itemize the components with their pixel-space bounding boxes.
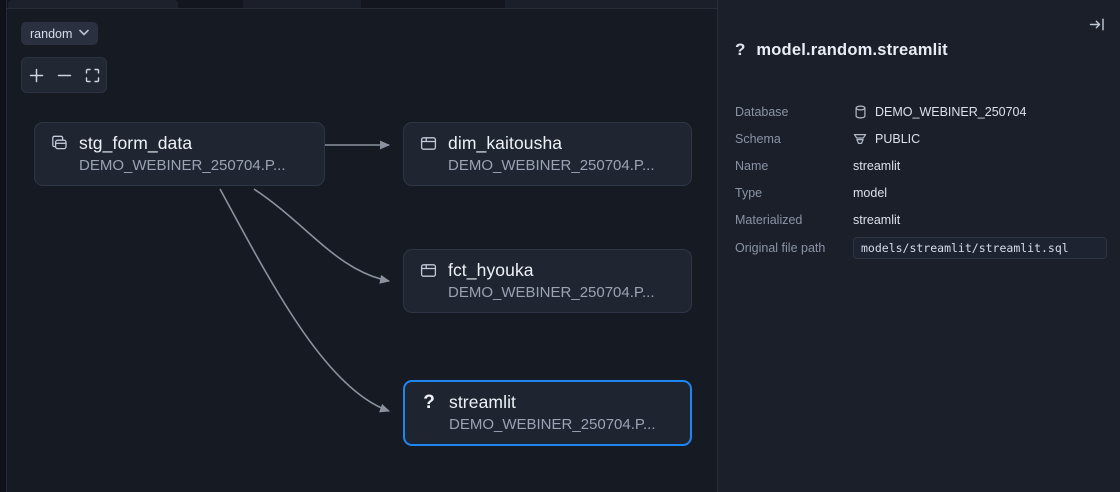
node-title: stg_form_data [79, 133, 193, 153]
graph-selector-chip[interactable]: random [21, 22, 99, 45]
detail-row-schema: Schema PUBLIC [735, 125, 1107, 152]
zoom-in-button[interactable] [24, 63, 48, 87]
collapse-panel-right-icon[interactable] [1086, 13, 1108, 35]
question-mark-icon: ? [423, 392, 435, 413]
table-icon [418, 261, 438, 281]
tab-partial-2[interactable] [243, 0, 361, 9]
detail-value: model [853, 186, 887, 200]
node-subtitle: DEMO_WEBINER_250704.P... [448, 284, 655, 301]
detail-value-text: DEMO_WEBINER_250704 [875, 104, 1027, 119]
lineage-node-stg-form-data[interactable]: stg_form_data DEMO_WEBINER_250704.P... [34, 122, 325, 186]
detail-label: Name [735, 158, 769, 173]
node-title: dim_kaitousha [448, 133, 563, 153]
node-title: fct_hyouka [448, 260, 534, 280]
detail-value-text: streamlit [853, 212, 901, 227]
table-icon [418, 134, 438, 154]
panel-divider [717, 0, 718, 492]
lineage-node-dim-kaitousha[interactable]: dim_kaitousha DEMO_WEBINER_250704.P... [403, 122, 692, 186]
graph-selector-label: random [30, 26, 73, 41]
details-rows: Database DEMO_WEBINER_250704 Schema [735, 98, 1107, 263]
detail-value: streamlit [853, 159, 900, 173]
edge-stg-to-fct [253, 188, 391, 284]
detail-row-name: Name streamlit [735, 152, 1107, 179]
node-details-panel: ? model.random.streamlit Database DEMO_W… [718, 0, 1120, 492]
node-title: streamlit [449, 392, 517, 412]
detail-value-text: models/streamlit/streamlit.sql [861, 241, 1069, 255]
question-mark-icon: ? [735, 40, 746, 59]
detail-row-materialized: Materialized streamlit [735, 206, 1107, 233]
original-file-path-field[interactable]: models/streamlit/streamlit.sql [853, 237, 1107, 259]
edge-stg-to-streamlit [219, 188, 391, 413]
node-subtitle: DEMO_WEBINER_250704.P... [449, 416, 656, 433]
fit-view-icon[interactable] [80, 63, 104, 87]
left-rail-border [6, 0, 7, 492]
zoom-out-button[interactable] [52, 63, 76, 87]
detail-label: Database [735, 104, 789, 119]
tab-partial-1[interactable] [8, 0, 178, 9]
detail-label: Type [735, 185, 763, 200]
node-subtitle: DEMO_WEBINER_250704.P... [79, 157, 286, 174]
page-title: model.random.streamlit [756, 41, 948, 59]
detail-label: Materialized [735, 212, 803, 227]
detail-value: DEMO_WEBINER_250704 [853, 105, 1026, 119]
detail-label: Schema [735, 131, 781, 146]
detail-row-type: Type model [735, 179, 1107, 206]
detail-value-text: streamlit [853, 158, 901, 173]
database-icon [853, 105, 867, 119]
tab-strip-divider [0, 8, 1002, 9]
node-subtitle: DEMO_WEBINER_250704.P... [448, 157, 655, 174]
schema-icon [853, 132, 867, 146]
ephemeral-table-icon [49, 134, 69, 154]
detail-row-original-file-path: Original file path models/streamlit/stre… [735, 233, 1107, 263]
detail-value: PUBLIC [853, 132, 920, 146]
chevron-down-icon [79, 29, 90, 38]
left-rail [0, 0, 6, 492]
details-header: ? model.random.streamlit [735, 41, 948, 60]
detail-row-database: Database DEMO_WEBINER_250704 [735, 98, 1107, 125]
detail-value: streamlit [853, 213, 900, 227]
lineage-node-streamlit[interactable]: ? streamlit DEMO_WEBINER_250704.P... [403, 380, 692, 446]
lineage-canvas[interactable]: random [7, 9, 717, 492]
lineage-node-fct-hyouka[interactable]: fct_hyouka DEMO_WEBINER_250704.P... [403, 249, 692, 313]
zoom-toolbar [21, 57, 107, 93]
detail-value-text: PUBLIC [875, 131, 921, 146]
detail-label: Original file path [735, 241, 826, 255]
detail-value-text: model [853, 185, 888, 200]
